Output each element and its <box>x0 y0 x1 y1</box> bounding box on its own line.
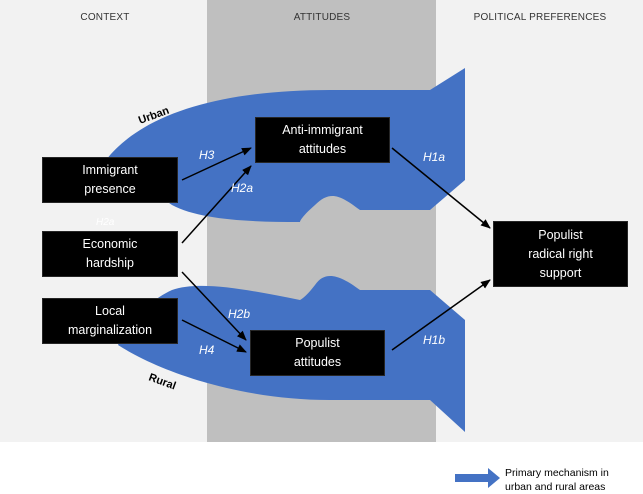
attitudes-header: ATTITUDES <box>293 12 351 23</box>
economic-hardship-node: Economic hardship <box>42 231 178 277</box>
h1b-label: H1b <box>423 333 446 347</box>
populist-attitudes-node: Populist attitudes <box>250 330 385 376</box>
arrow-h3 <box>181 147 252 181</box>
h4-label: H4 <box>199 343 215 357</box>
rural-label: Rural <box>147 372 178 393</box>
populist-attitudes-label: Populist attitudes <box>293 336 342 369</box>
legend-label: Primary mechanism in urban and rural are… <box>505 467 609 493</box>
context-header: CONTEXT <box>80 12 130 23</box>
h2b-label: H2b <box>228 307 251 321</box>
arrow-h2a <box>181 165 252 244</box>
political-preferences-header: POLITICAL PREFERENCES <box>473 12 607 23</box>
h3-label: H3 <box>199 148 215 162</box>
economic-hardship-label: Economic hardship <box>82 237 138 270</box>
legend-arrow <box>455 468 500 488</box>
arrow-h4 <box>181 319 247 353</box>
arrow-h1a <box>391 147 491 229</box>
populist-radical-right-support-node: Populist radical right support <box>493 221 628 287</box>
arrow-h1b <box>391 279 491 351</box>
immigrant-presence-node: Immigrant presence <box>42 157 178 203</box>
h2a-label: H2a <box>231 181 254 195</box>
anti-immigrant-attitudes-node: Anti-immigrant attitudes <box>255 117 390 163</box>
local-marginalization-label: Local marginalization <box>67 304 153 337</box>
immigrant-presence-label: Immigrant presence <box>82 163 138 196</box>
populist-radical-right-support-label: Populist radical right support <box>528 227 593 280</box>
local-marginalization-node: Local marginalization <box>42 298 178 344</box>
anti-immigrant-attitudes-label: Anti-immigrant attitudes <box>282 123 363 156</box>
ghost-h2a-label: H2a <box>96 217 115 228</box>
h1a-label: H1a <box>423 150 446 164</box>
arrow-h2b <box>181 271 247 341</box>
